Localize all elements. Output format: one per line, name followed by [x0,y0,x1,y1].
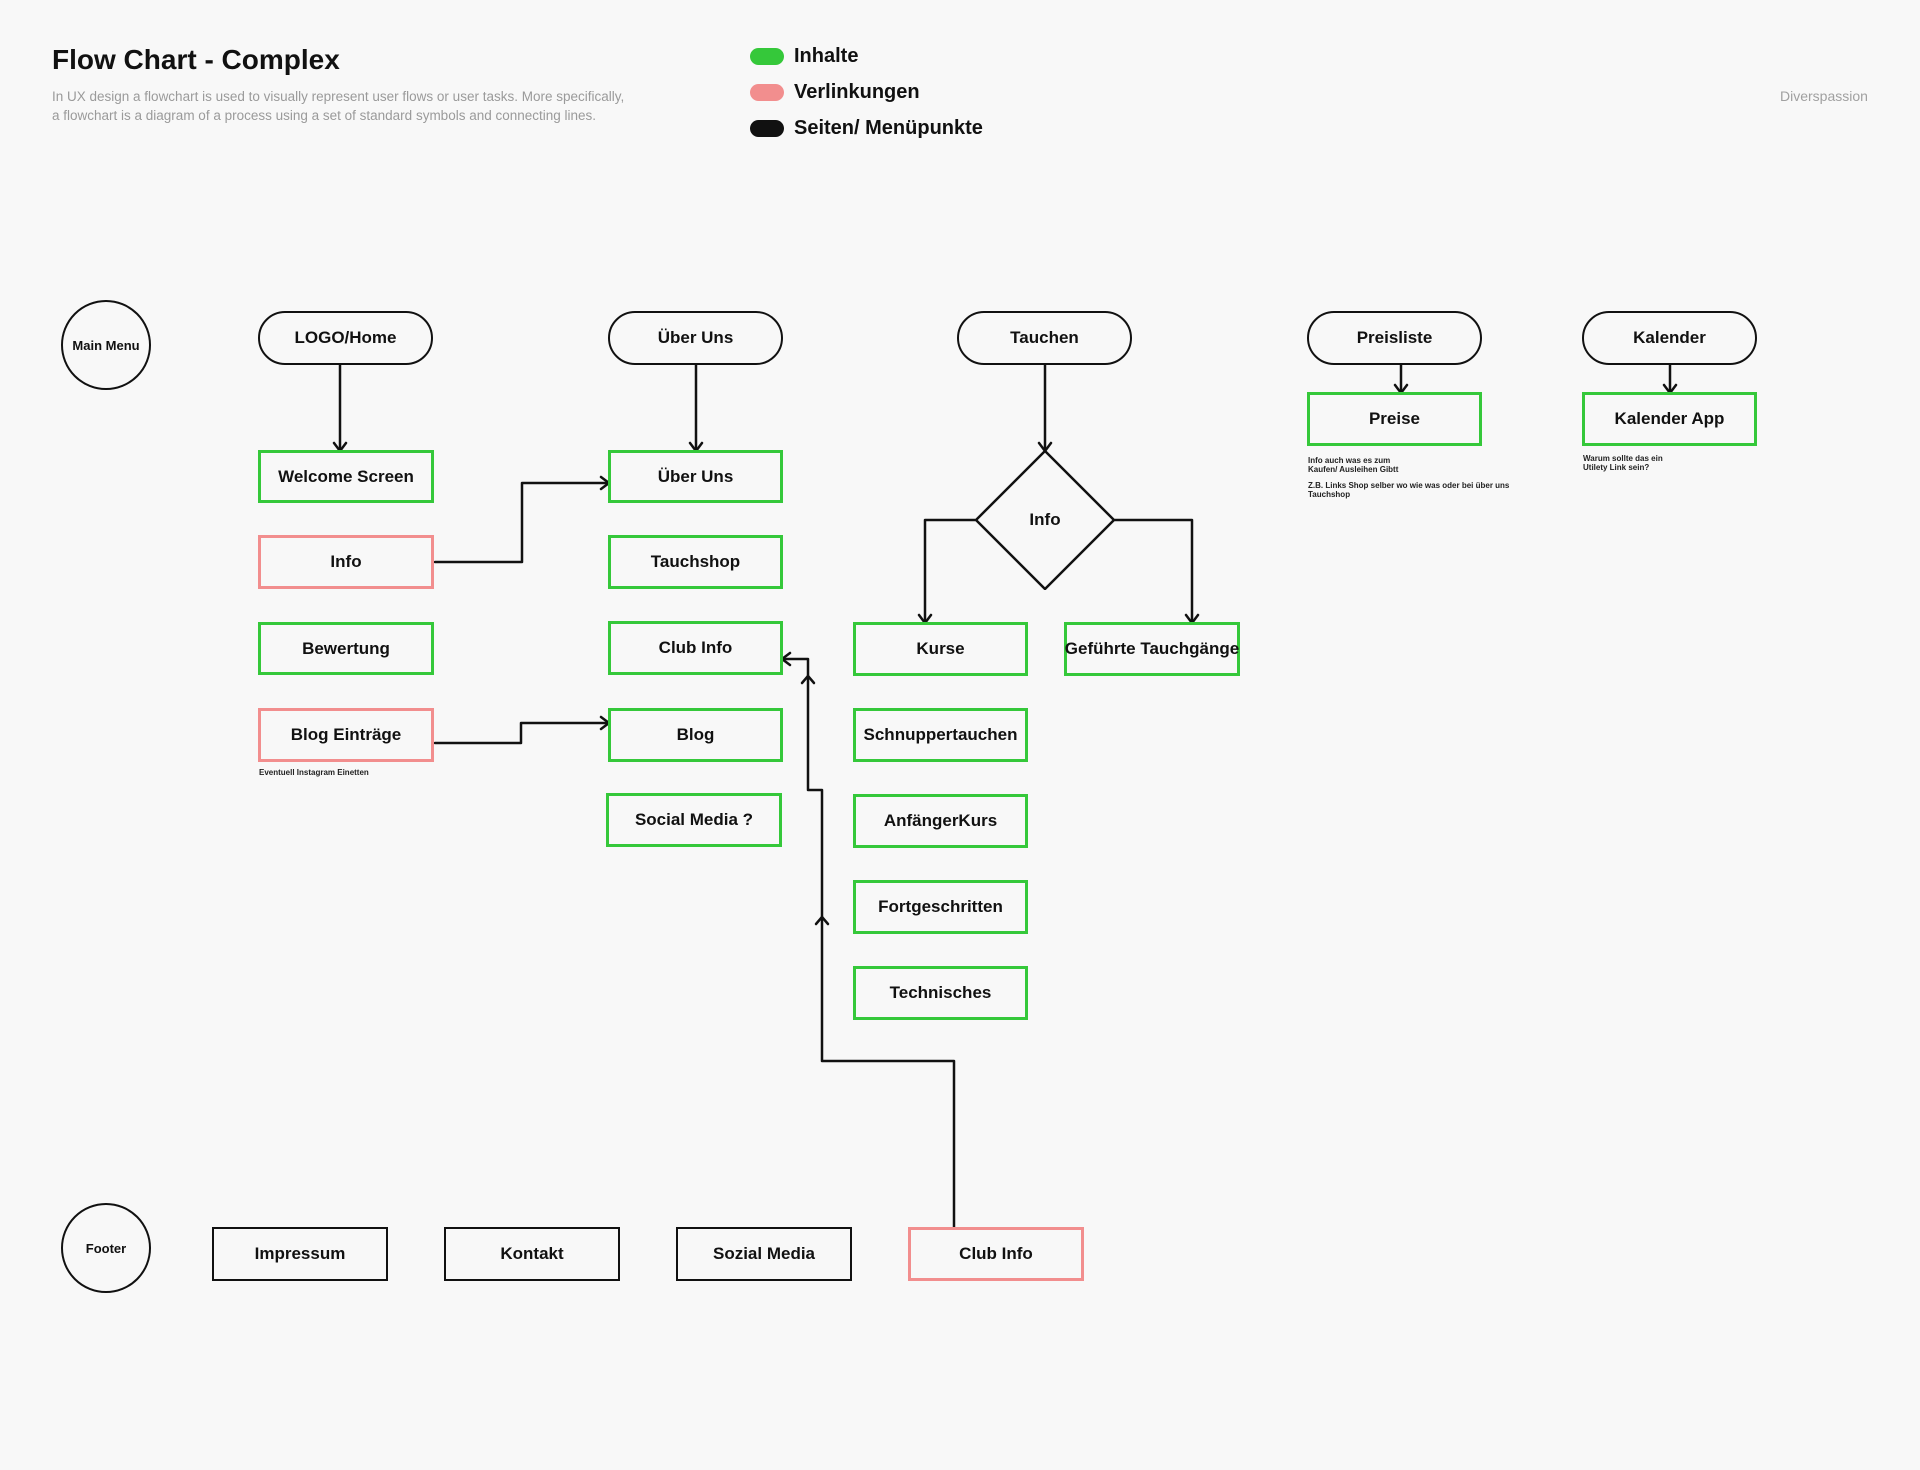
arrowhead [814,915,830,926]
note-line: Z.B. Links Shop selber wo wie was oder b… [1308,481,1510,490]
node-info-link[interactable]: Info [258,535,434,589]
author-credit: Diverspassion [1780,88,1868,104]
note-line: Kaufen/ Ausleihen Gibtt [1308,465,1399,474]
note-line: Warum sollte das ein [1583,454,1663,463]
decision-label: Info [1029,510,1061,529]
legend-item-inhalte: Inhalte [750,38,983,74]
legend: Inhalte Verlinkungen Seiten/ Menüpunkte [750,38,983,146]
menu-logo-home[interactable]: LOGO/Home [258,311,433,365]
menu-tauchen[interactable]: Tauchen [957,311,1132,365]
arrowhead [780,651,792,667]
note-preise-2: Z.B. Links Shop selber wo wie was oder b… [1308,481,1509,499]
subtitle-line: a flowchart is a diagram of a process us… [52,108,597,123]
node-bewertung[interactable]: Bewertung [258,622,434,675]
node-preise[interactable]: Preise [1307,392,1482,446]
legend-swatch-green [750,47,784,65]
node-blog-eintraege[interactable]: Blog Einträge [258,708,434,762]
footer-marker: Footer [61,1203,151,1293]
legend-label: Inhalte [794,44,859,67]
node-anfaengerkurs[interactable]: AnfängerKurs [853,794,1028,848]
diamond-shape [974,449,1116,591]
node-fortgeschritten[interactable]: Fortgeschritten [853,880,1028,934]
edge-blog-eintraege-to-blog [433,721,610,745]
menu-ueber-uns[interactable]: Über Uns [608,311,783,365]
node-schnuppertauchen[interactable]: Schnuppertauchen [853,708,1028,762]
menu-kalender[interactable]: Kalender [1582,311,1757,365]
footer-sozial-media[interactable]: Sozial Media [676,1227,852,1281]
node-ueber-uns[interactable]: Über Uns [608,450,783,503]
edge-info-to-gefuehrte [1113,518,1194,624]
edge-info-to-ueber [433,481,610,564]
subtitle-line: In UX design a flowchart is used to visu… [52,89,625,104]
menu-preisliste[interactable]: Preisliste [1307,311,1482,365]
node-technisches[interactable]: Technisches [853,966,1028,1020]
node-gefuehrte-tauchgaenge[interactable]: Geführte Tauchgänge [1064,622,1240,676]
legend-swatch-black [750,119,784,137]
decision-info[interactable]: Info [974,449,1116,591]
legend-item-seiten: Seiten/ Menüpunkte [750,110,983,146]
note-line: Tauchshop [1308,490,1351,499]
node-blog[interactable]: Blog [608,708,783,762]
footer-impressum[interactable]: Impressum [212,1227,388,1281]
main-menu-marker: Main Menu [61,300,151,390]
legend-label: Seiten/ Menüpunkte [794,116,983,139]
note-kalender: Warum sollte das ein Utilety Link sein? [1583,454,1663,472]
note-preise-1: Info auch was es zum Kaufen/ Ausleihen G… [1308,456,1398,474]
node-kurse[interactable]: Kurse [853,622,1028,676]
footer-club-info[interactable]: Club Info [908,1227,1084,1281]
page-title: Flow Chart - Complex [52,44,340,75]
node-club-info[interactable]: Club Info [608,621,783,675]
node-kalender-app[interactable]: Kalender App [1582,392,1757,446]
arrowhead [800,674,816,685]
note-blog: Eventuell Instagram Einetten [259,768,369,777]
legend-item-verlinkungen: Verlinkungen [750,74,983,110]
legend-label: Verlinkungen [794,80,920,103]
note-line: Utilety Link sein? [1583,463,1650,472]
node-tauchshop[interactable]: Tauchshop [608,535,783,589]
node-social-media[interactable]: Social Media ? [606,793,782,847]
node-welcome-screen[interactable]: Welcome Screen [258,450,434,503]
footer-kontakt[interactable]: Kontakt [444,1227,620,1281]
note-line: Info auch was es zum [1308,456,1391,465]
edge-info-to-kurse [923,518,977,624]
legend-swatch-pink [750,83,784,101]
page-subtitle: In UX design a flowchart is used to visu… [52,87,692,125]
